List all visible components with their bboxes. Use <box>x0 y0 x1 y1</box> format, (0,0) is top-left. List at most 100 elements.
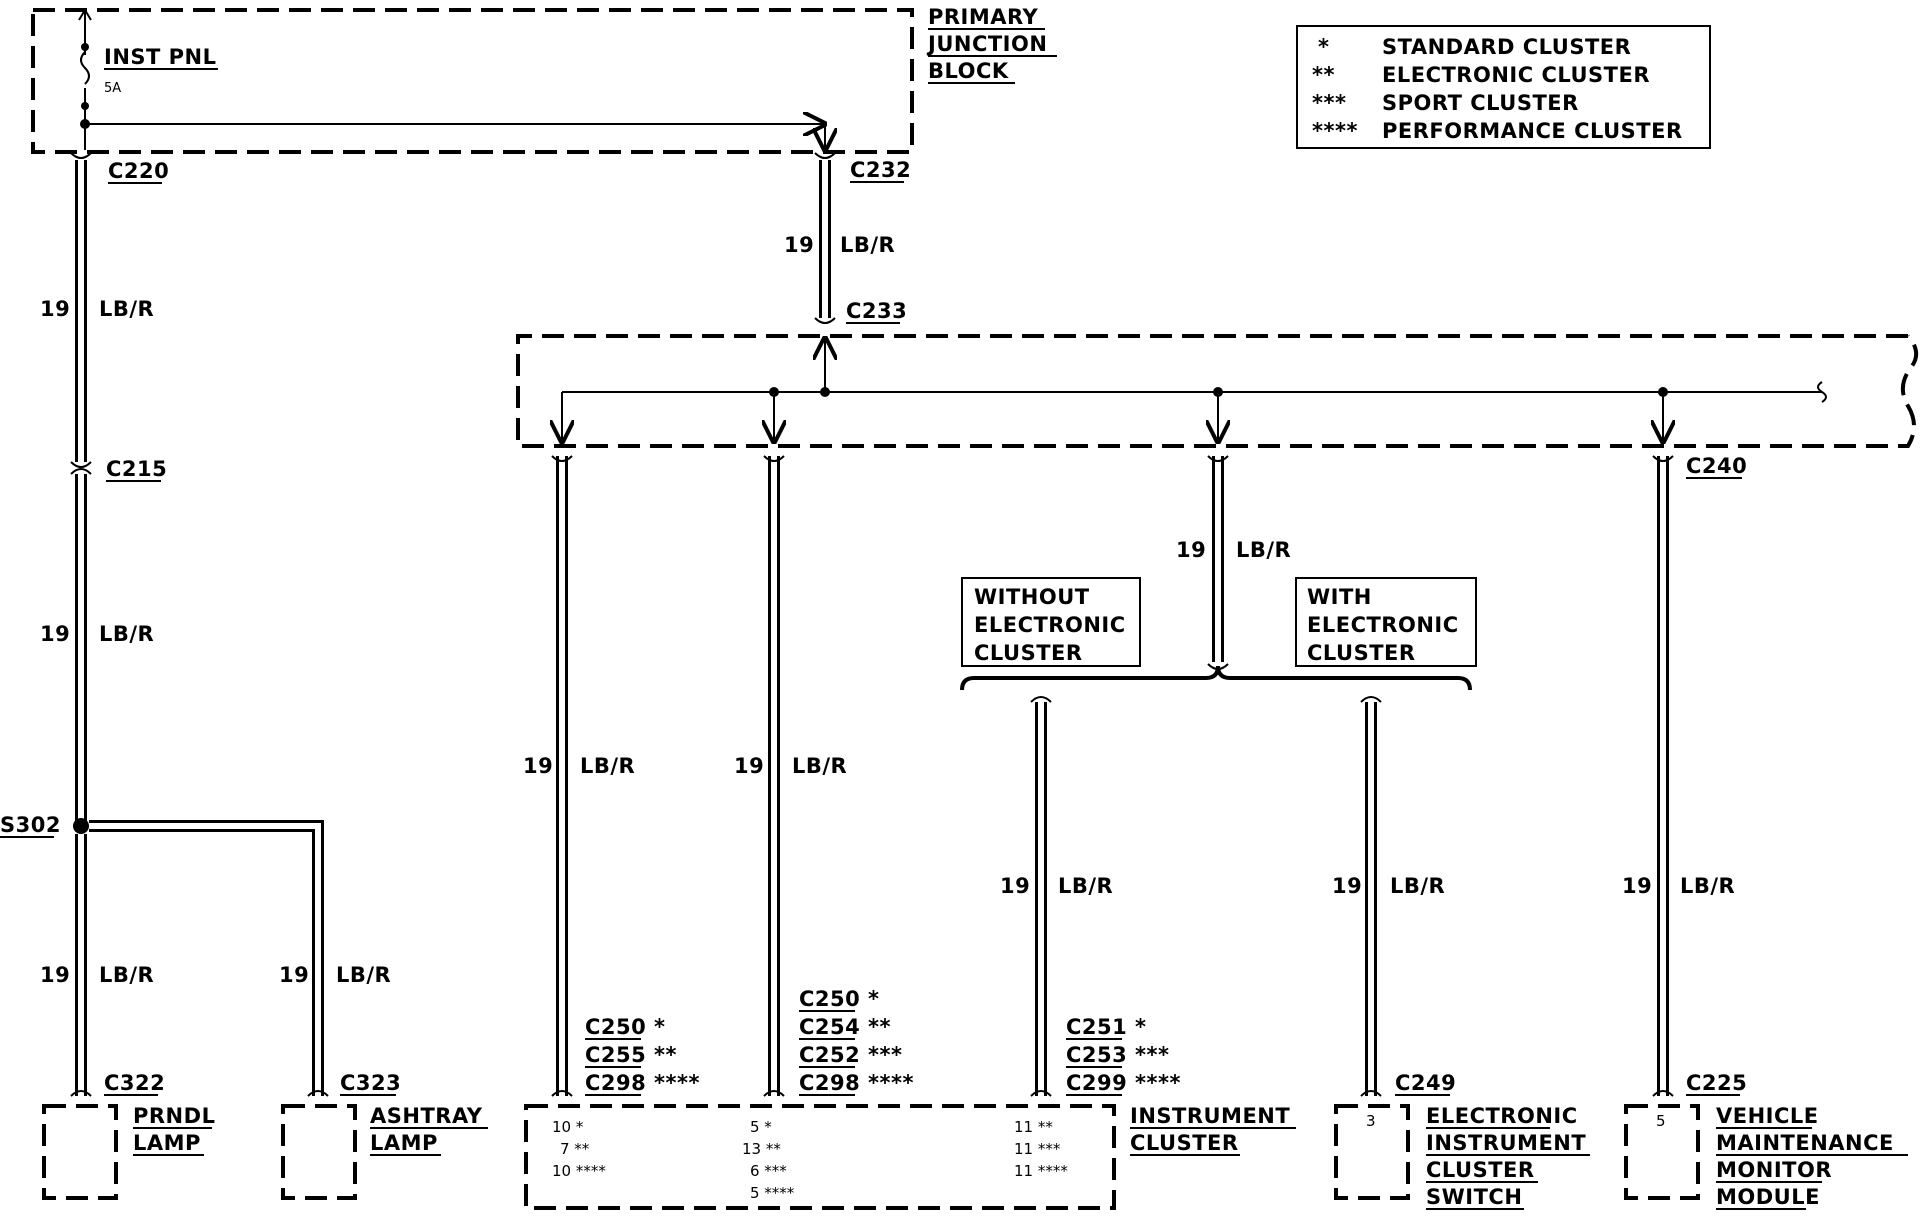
switch-label-2: INSTRUMENT <box>1426 1131 1586 1155</box>
junction-block-label-1: PRIMARY <box>928 5 1039 29</box>
switch-box <box>1334 1104 1410 1200</box>
connector-c225: C225 <box>1686 1071 1747 1095</box>
svg-text:10 ****: 10 **** <box>552 1162 606 1180</box>
wire-gauge-3: 19 <box>40 963 70 987</box>
legend-stars-1: * <box>1318 35 1329 59</box>
vmm-pin: 5 <box>1656 1112 1666 1130</box>
svg-text:11 ****: 11 **** <box>1014 1162 1068 1180</box>
ashtray-label-2: LAMP <box>370 1131 438 1155</box>
svg-text:5 *: 5 * <box>750 1118 772 1136</box>
svg-text:**: ** <box>868 1015 891 1039</box>
legend-box <box>1296 25 1711 149</box>
option-without-3: CLUSTER <box>974 641 1083 665</box>
option-with-2: ELECTRONIC <box>1307 613 1459 637</box>
cluster-pins-col3: 11 ** 11 *** 11 **** <box>1014 1118 1068 1180</box>
wire-color-7: LB/R <box>792 754 847 778</box>
prndl-lamp-box <box>42 1104 118 1200</box>
option-without-1: WITHOUT <box>974 585 1090 609</box>
wire-color-2: LB/R <box>99 622 154 646</box>
option-with-1: WITH <box>1307 585 1372 609</box>
svg-text:****: **** <box>868 1071 914 1095</box>
svg-text:C298: C298 <box>799 1071 860 1095</box>
splice-label: S302 <box>0 813 61 837</box>
connector-c220: C220 <box>108 159 169 183</box>
legend-stars-4: **** <box>1312 119 1358 143</box>
svg-text:7 **: 7 ** <box>560 1140 590 1158</box>
connector-c232: C232 <box>850 158 911 182</box>
svg-text:10 *: 10 * <box>552 1118 584 1136</box>
vmm-box <box>1624 1104 1700 1200</box>
wire-color-5: LB/R <box>840 233 895 257</box>
svg-text:13 **: 13 ** <box>742 1140 781 1158</box>
legend-text-1: STANDARD CLUSTER <box>1382 35 1631 59</box>
wire-color-4: LB/R <box>336 963 391 987</box>
svg-text:**: ** <box>654 1043 677 1067</box>
legend-text-3: SPORT CLUSTER <box>1382 91 1579 115</box>
fuse-rating: 5A <box>104 81 121 96</box>
cluster-label-1: INSTRUMENT <box>1130 1104 1290 1128</box>
instrument-cluster-box <box>524 1104 1116 1210</box>
connector-c233: C233 <box>846 299 907 323</box>
legend-stars-2: ** <box>1312 63 1335 87</box>
wire-color-6: LB/R <box>580 754 635 778</box>
svg-text:C250: C250 <box>799 987 860 1011</box>
wire-gauge-11: 19 <box>1622 874 1652 898</box>
connector-group-1: C250 * C255 ** C298 **** <box>585 1015 700 1096</box>
svg-text:****: **** <box>1135 1071 1181 1095</box>
wire-gauge-9: 19 <box>1000 874 1030 898</box>
wire-color-10: LB/R <box>1390 874 1445 898</box>
junction-block-label-2: JUNCTION <box>926 32 1047 56</box>
junction-block-label-3: BLOCK <box>928 59 1009 83</box>
cluster-label-2: CLUSTER <box>1130 1131 1239 1155</box>
connector-c323: C323 <box>340 1071 401 1095</box>
switch-label-3: CLUSTER <box>1426 1158 1535 1182</box>
wire-color-9: LB/R <box>1058 874 1113 898</box>
vmm-label-1: VEHICLE <box>1716 1104 1819 1128</box>
svg-text:C251: C251 <box>1066 1015 1127 1039</box>
svg-text:*: * <box>654 1015 665 1039</box>
svg-text:C252: C252 <box>799 1043 860 1067</box>
connector-c322: C322 <box>104 1071 165 1095</box>
splice-s302 <box>73 818 89 834</box>
wire-gauge-4: 19 <box>279 963 309 987</box>
option-without-2: ELECTRONIC <box>974 613 1126 637</box>
vmm-label-4: MODULE <box>1716 1185 1820 1209</box>
wire-gauge-2: 19 <box>40 622 70 646</box>
svg-text:*: * <box>868 987 879 1011</box>
svg-text:C298: C298 <box>585 1071 646 1095</box>
connector-group-2: C250 * C254 ** C252 *** C298 **** <box>799 987 914 1096</box>
vmm-label-3: MONITOR <box>1716 1158 1832 1182</box>
wire-gauge-1: 19 <box>40 297 70 321</box>
distribution-box <box>516 334 1919 448</box>
legend-stars-3: *** <box>1312 91 1346 115</box>
svg-text:5 ****: 5 **** <box>750 1184 795 1202</box>
connector-c240: C240 <box>1686 454 1747 478</box>
svg-text:****: **** <box>654 1071 700 1095</box>
wire-gauge-7: 19 <box>734 754 764 778</box>
wire-gauge-8: 19 <box>1176 538 1206 562</box>
cluster-pins-col1: 10 * 7 ** 10 **** <box>552 1118 606 1180</box>
svg-text:C254: C254 <box>799 1015 860 1039</box>
svg-text:***: *** <box>1135 1043 1169 1067</box>
svg-text:*: * <box>1135 1015 1146 1039</box>
option-box-without <box>961 577 1141 667</box>
svg-text:C299: C299 <box>1066 1071 1127 1095</box>
prndl-label-1: PRNDL <box>133 1104 215 1128</box>
option-box-with <box>1295 577 1477 667</box>
option-with-3: CLUSTER <box>1307 641 1416 665</box>
wire-gauge-5: 19 <box>784 233 814 257</box>
vmm-label-2: MAINTENANCE <box>1716 1131 1894 1155</box>
prndl-label-2: LAMP <box>133 1131 201 1155</box>
svg-text:11 ***: 11 *** <box>1014 1140 1061 1158</box>
wire-branch-ashtray <box>89 820 324 1096</box>
connector-group-3: C251 * C253 *** C299 **** <box>1066 1015 1181 1096</box>
wire-gauge-6: 19 <box>523 754 553 778</box>
svg-text:C250: C250 <box>585 1015 646 1039</box>
wire-color-11: LB/R <box>1680 874 1735 898</box>
wire-color-1: LB/R <box>99 297 154 321</box>
switch-label-1: ELECTRONIC <box>1426 1104 1578 1128</box>
svg-text:6 ***: 6 *** <box>750 1162 787 1180</box>
cluster-pins-col2: 5 * 13 ** 6 *** 5 **** <box>742 1118 795 1202</box>
svg-text:C253: C253 <box>1066 1043 1127 1067</box>
